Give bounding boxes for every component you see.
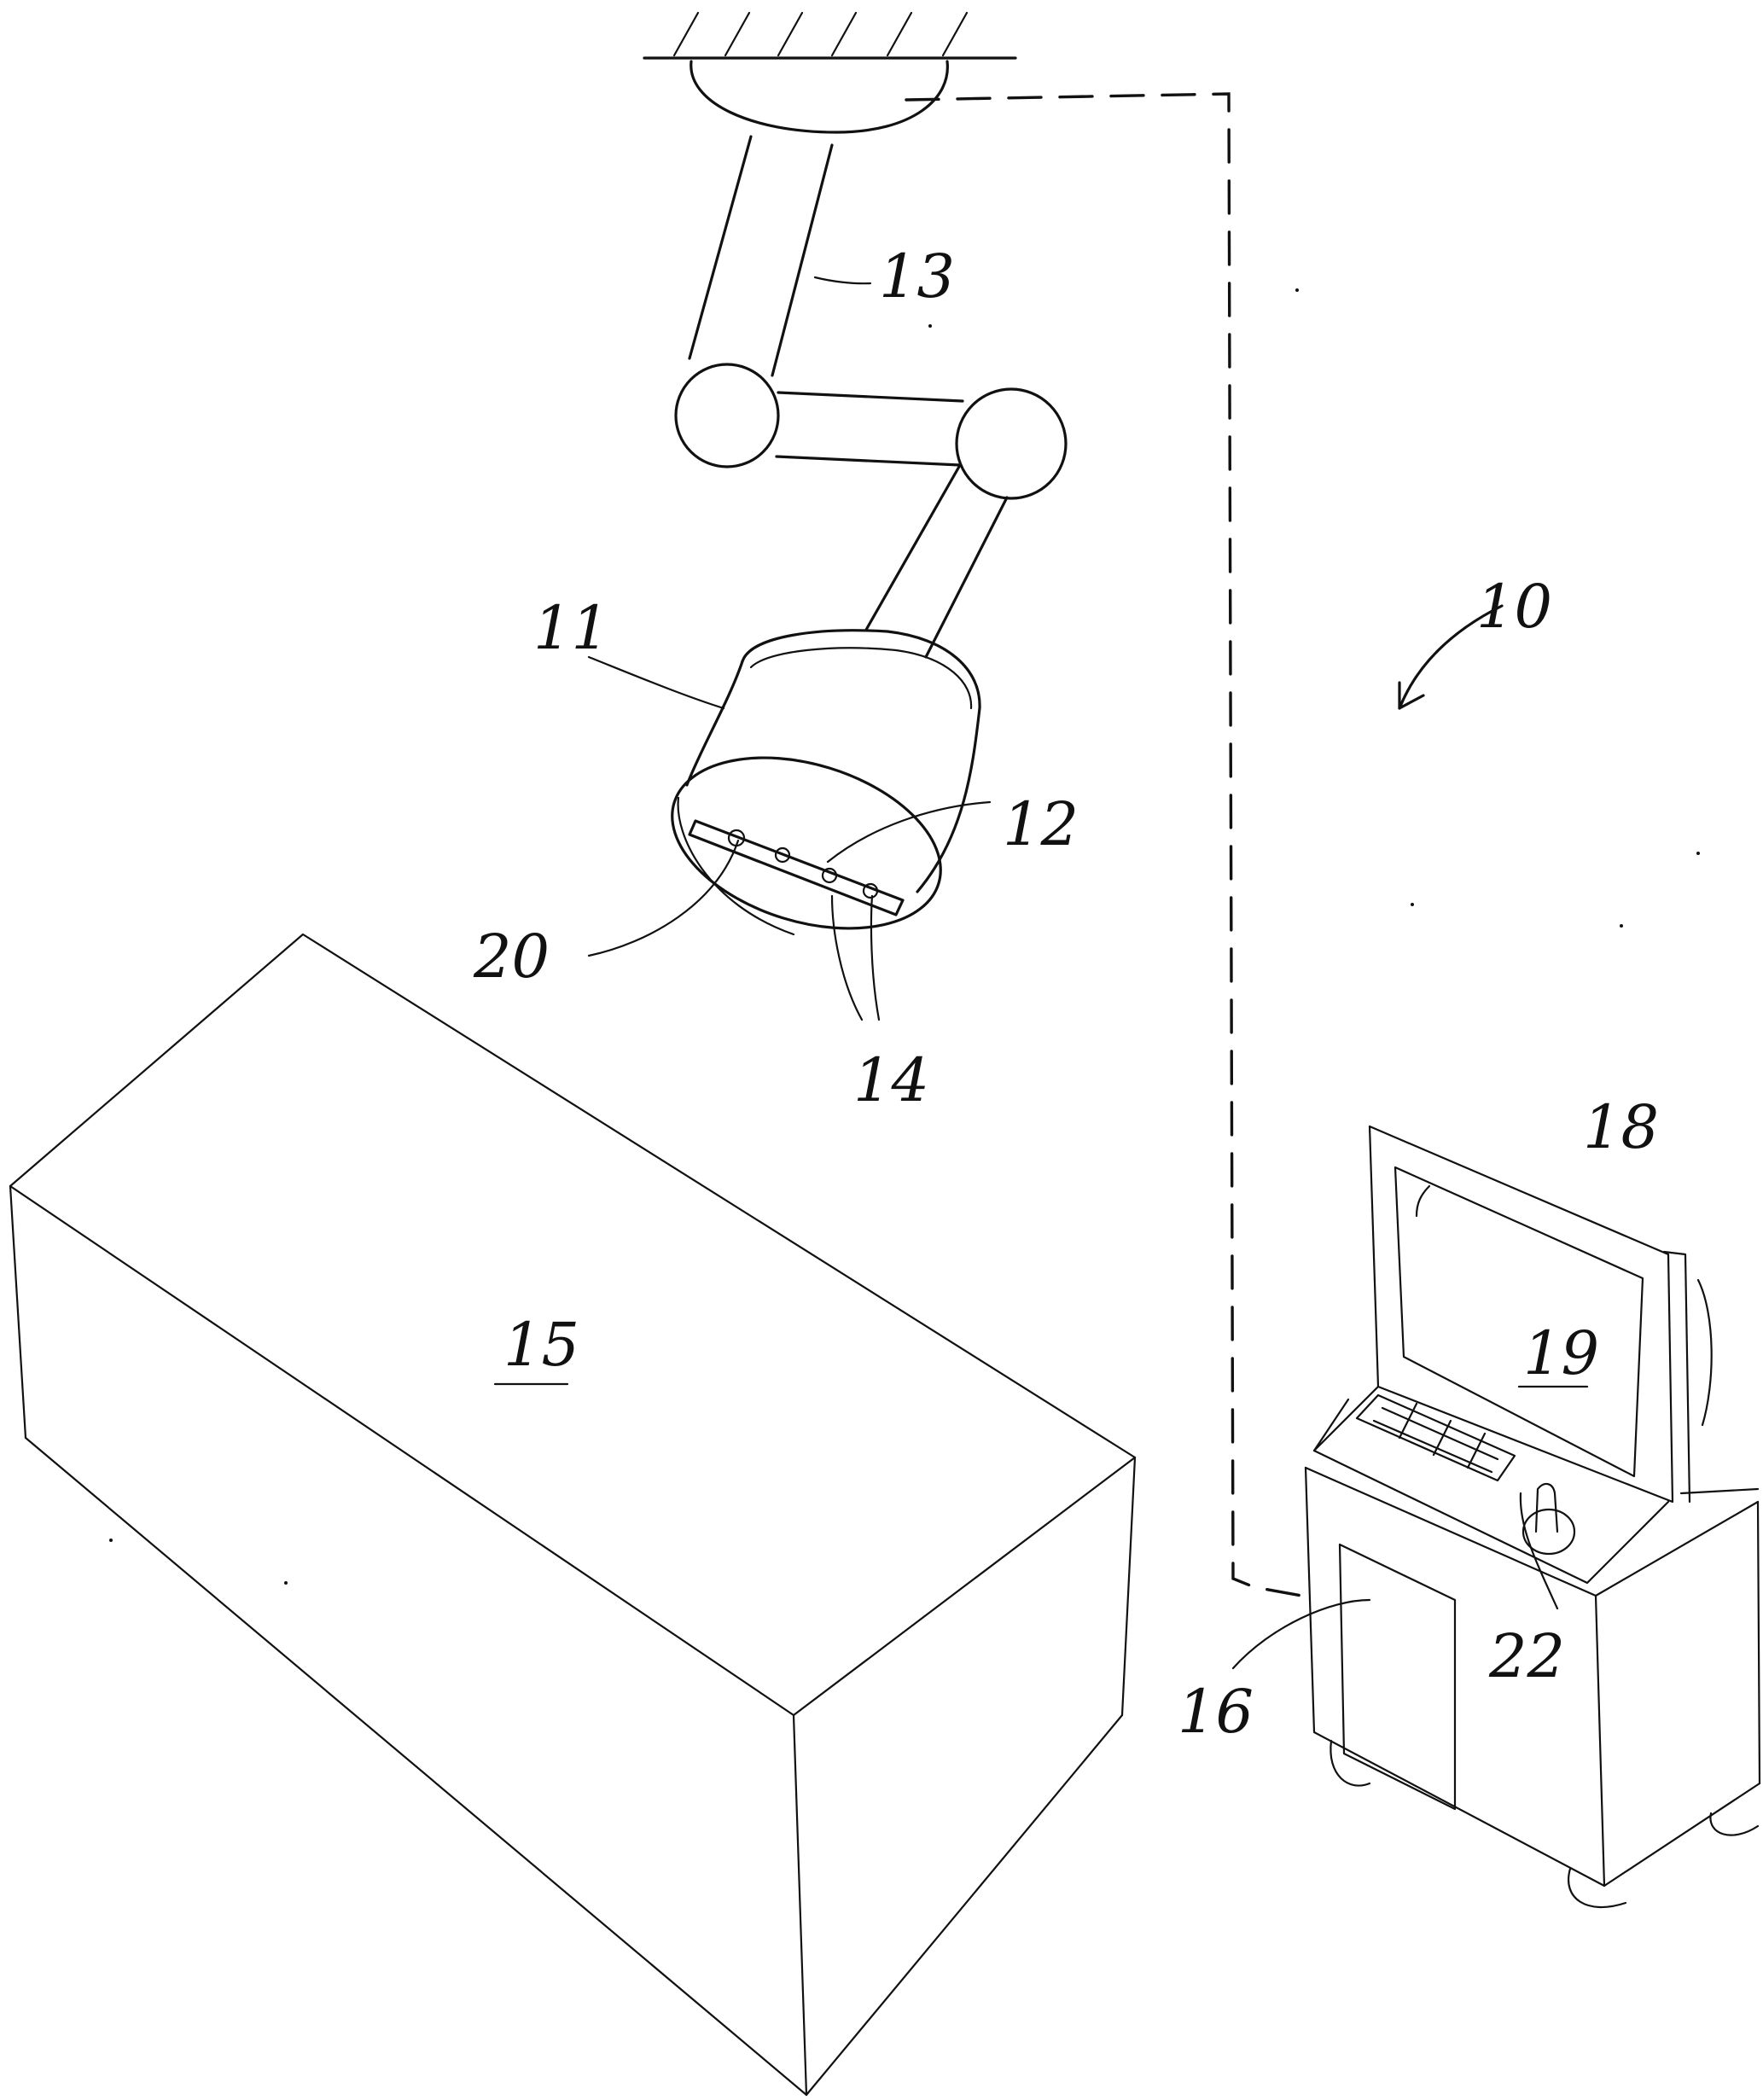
label-20: 20: [473, 922, 550, 992]
lower-arm: [866, 465, 1007, 657]
label-12: 12: [1003, 789, 1079, 859]
label-19: 19: [1523, 1318, 1599, 1388]
dashed-connection: [906, 94, 1301, 1596]
label-16: 16: [1178, 1677, 1254, 1747]
label-13: 13: [879, 241, 955, 311]
leader-lines: [589, 277, 1557, 1668]
ceiling-mount: [644, 13, 1015, 132]
console: [1306, 1126, 1760, 1907]
head-unit: [651, 631, 980, 959]
label-15: 15: [503, 1310, 579, 1380]
label-10: 10: [1476, 572, 1552, 642]
table: [10, 934, 1135, 2095]
upper-arm: [689, 137, 832, 375]
arm-joints: [676, 364, 1066, 498]
scan-specks: [109, 288, 1700, 1585]
label-22: 22: [1488, 1621, 1565, 1691]
reference-numerals: 10 11 12 13 14 15 16 18 19 20 22: [473, 241, 1659, 1747]
label-18: 18: [1583, 1092, 1659, 1162]
label-11: 11: [533, 593, 609, 663]
label-14: 14: [853, 1045, 929, 1115]
